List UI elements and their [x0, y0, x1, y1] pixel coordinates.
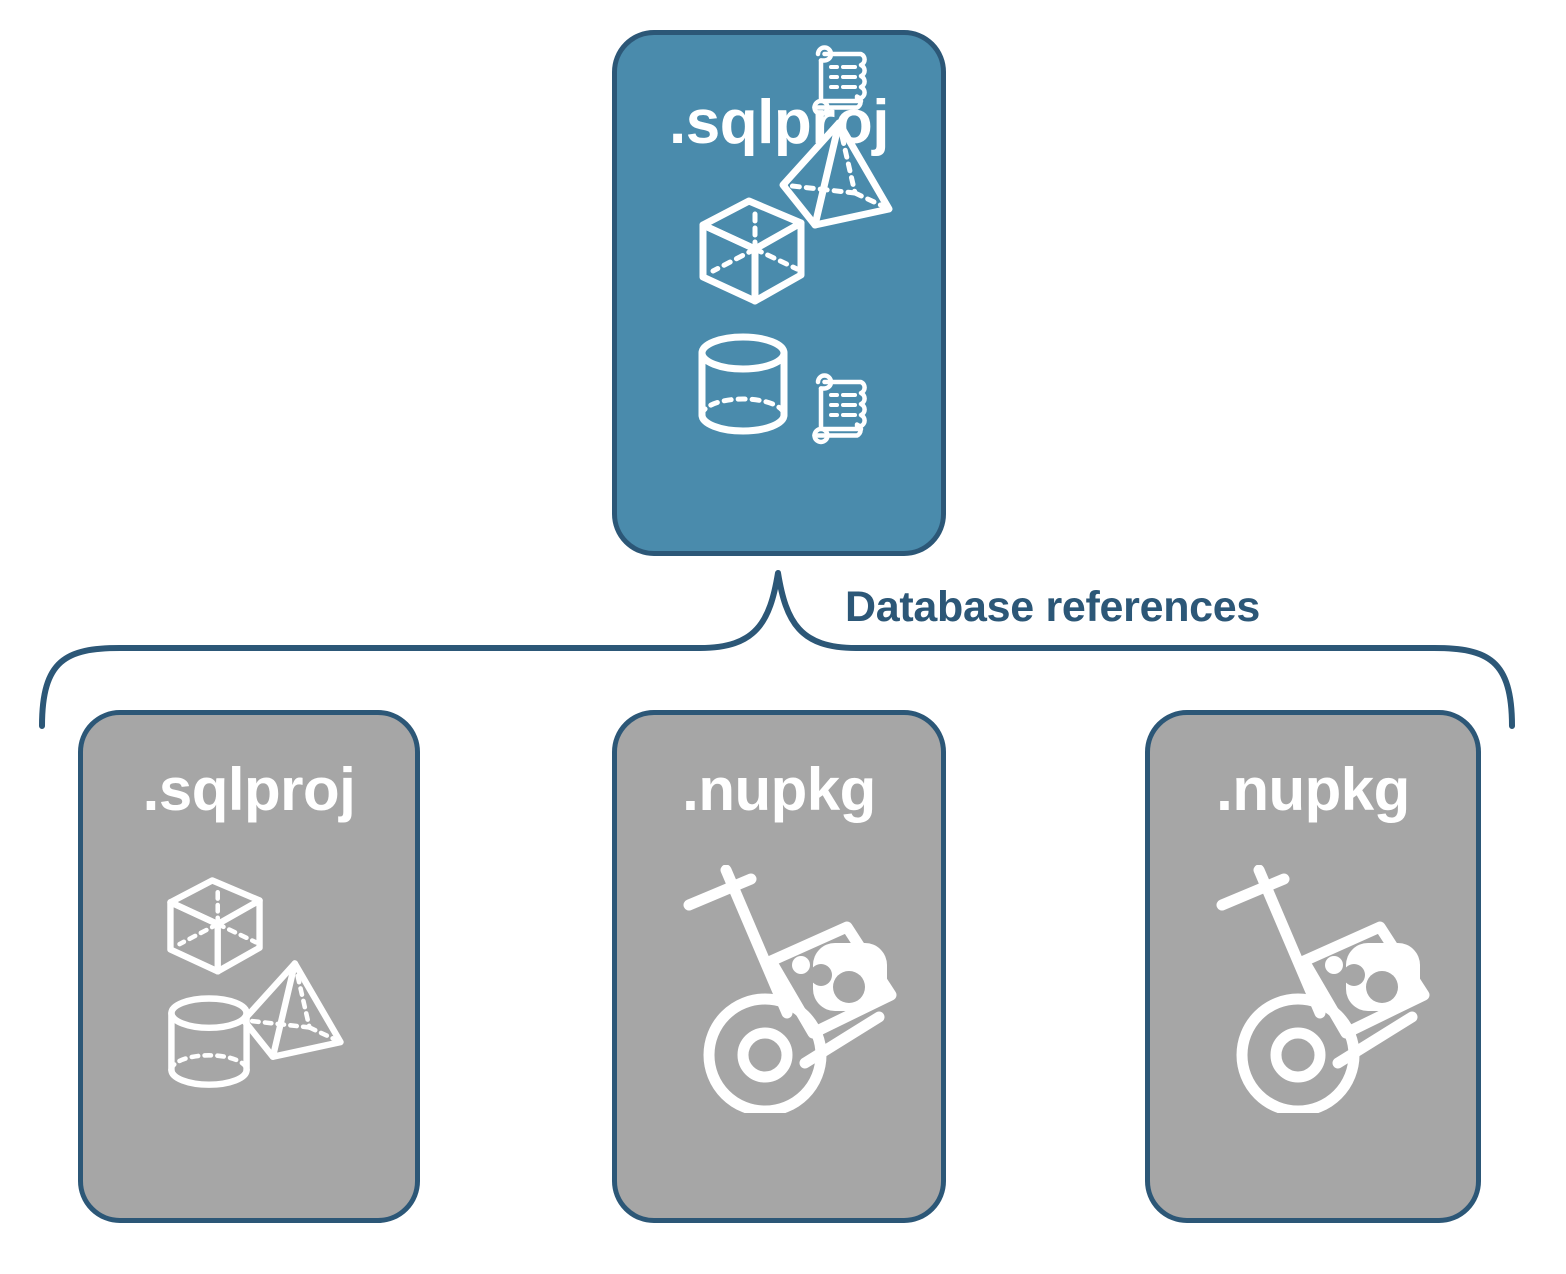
- card-root-sqlproj[interactable]: .sqlproj: [612, 30, 946, 556]
- scroll-icon: [812, 373, 867, 445]
- hand-truck-package-icon: [1216, 865, 1430, 1113]
- cube-icon: [699, 197, 805, 305]
- cylinder-icon: [168, 995, 250, 1088]
- card-reference-nupkg-1[interactable]: .nupkg: [612, 710, 946, 1223]
- card-root-title: .sqlproj: [669, 88, 889, 157]
- card-reference-nupkg-1-title: .nupkg: [682, 756, 876, 823]
- card-reference-sqlproj-title: .sqlproj: [142, 756, 356, 823]
- cylinder-icon: [698, 333, 788, 435]
- connector-label: Database references: [845, 583, 1260, 631]
- card-reference-nupkg-2[interactable]: .nupkg: [1145, 710, 1481, 1223]
- cube-icon: [167, 877, 263, 975]
- hand-truck-package-icon: [683, 865, 897, 1113]
- card-reference-nupkg-2-title: .nupkg: [1216, 756, 1410, 823]
- pyramid-icon: [240, 960, 344, 1060]
- card-reference-sqlproj[interactable]: .sqlproj: [78, 710, 420, 1223]
